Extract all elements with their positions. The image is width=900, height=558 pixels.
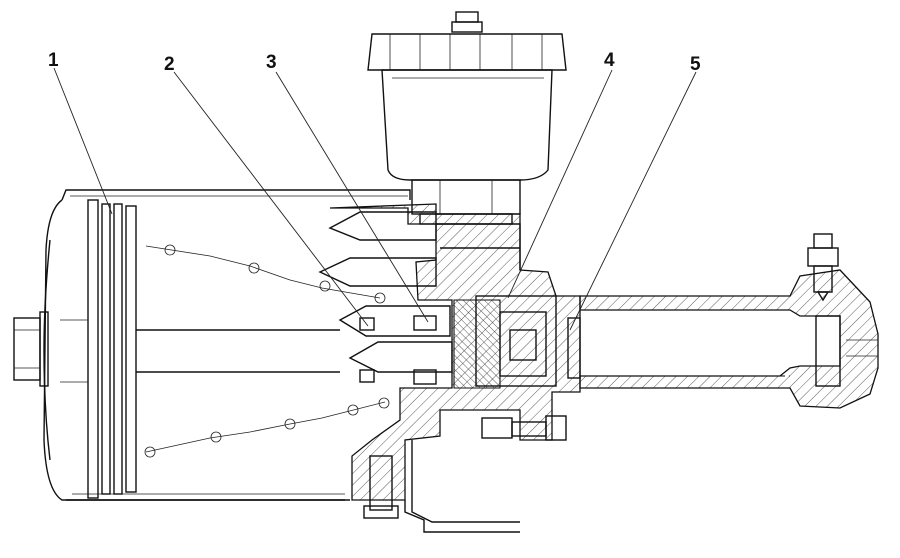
callout-2: 2 bbox=[164, 54, 175, 75]
leader-lines bbox=[53, 67, 697, 331]
bleeder-valve bbox=[807, 233, 839, 302]
push-rod bbox=[136, 329, 340, 373]
callout-3: 3 bbox=[266, 52, 277, 73]
reservoir-cap bbox=[367, 11, 567, 71]
booster-housing bbox=[43, 189, 411, 501]
piston-plates bbox=[60, 199, 137, 499]
callout-5: 5 bbox=[690, 54, 701, 75]
callout-4: 4 bbox=[604, 50, 615, 71]
reservoir-body bbox=[381, 69, 553, 181]
center-body bbox=[329, 203, 581, 501]
callout-1: 1 bbox=[48, 50, 59, 71]
valve-assembly bbox=[475, 295, 581, 387]
return-spring bbox=[144, 244, 390, 458]
output-cylinder bbox=[579, 269, 879, 409]
piston-seals bbox=[359, 315, 437, 385]
mounting-bolts bbox=[363, 415, 567, 533]
end-boss bbox=[13, 311, 49, 387]
